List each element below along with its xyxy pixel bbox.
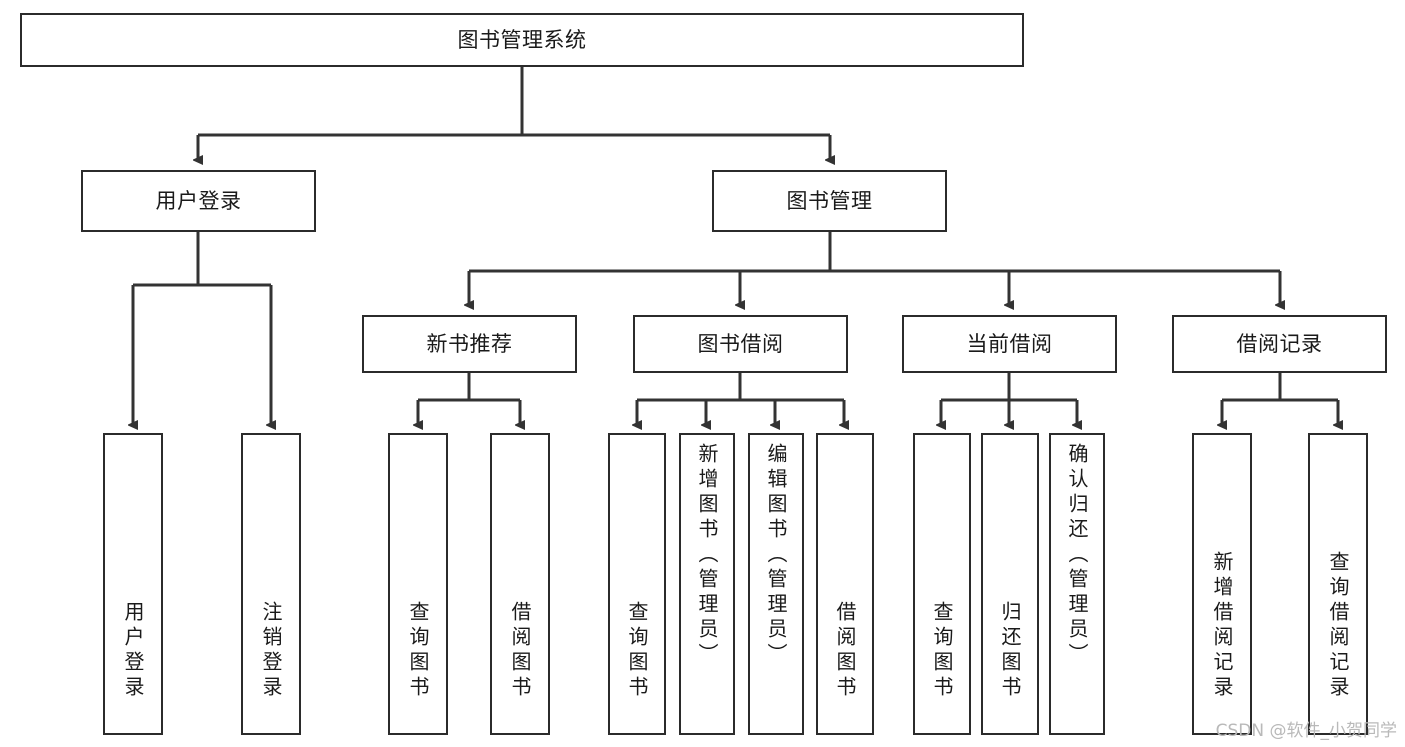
node-label: 图书管理	[786, 188, 873, 213]
node-label: 借阅记录	[1236, 331, 1323, 356]
leaf-borrow-record-add-record[interactable]: 新增借阅记录	[1192, 433, 1252, 735]
leaf-user-login-login[interactable]: 用户登录	[103, 433, 163, 735]
node-book-management[interactable]: 图书管理	[712, 170, 947, 232]
node-label: 查询图书	[625, 601, 649, 701]
leaf-book-borrow-edit-book-admin[interactable]: 编辑图书（管理员）	[748, 433, 804, 735]
node-label: 图书管理系统	[457, 27, 587, 52]
node-label: 用户登录	[121, 601, 145, 701]
node-label: 新增图书（管理员）	[695, 443, 719, 668]
node-label: 当前借阅	[966, 331, 1053, 356]
node-label: 用户登录	[155, 188, 242, 213]
node-label: 确认归还（管理员）	[1065, 443, 1089, 668]
leaf-new-book-query-book[interactable]: 查询图书	[388, 433, 448, 735]
node-label: 归还图书	[998, 601, 1022, 701]
node-root-book-management-system[interactable]: 图书管理系统	[20, 13, 1024, 67]
node-user-login[interactable]: 用户登录	[81, 170, 316, 232]
node-book-borrowing[interactable]: 图书借阅	[633, 315, 848, 373]
node-label: 借阅图书	[508, 601, 532, 701]
leaf-current-borrow-confirm-return-admin[interactable]: 确认归还（管理员）	[1049, 433, 1105, 735]
node-label: 编辑图书（管理员）	[764, 443, 788, 668]
node-label: 新增借阅记录	[1210, 551, 1234, 701]
node-label: 注销登录	[259, 601, 283, 701]
leaf-book-borrow-add-book-admin[interactable]: 新增图书（管理员）	[679, 433, 735, 735]
leaf-user-login-logout[interactable]: 注销登录	[241, 433, 301, 735]
node-label: 查询图书	[406, 601, 430, 701]
node-label: 图书借阅	[697, 331, 784, 356]
leaf-current-borrow-query-book[interactable]: 查询图书	[913, 433, 971, 735]
leaf-book-borrow-query-book[interactable]: 查询图书	[608, 433, 666, 735]
node-label: 借阅图书	[833, 601, 857, 701]
node-borrowing-record[interactable]: 借阅记录	[1172, 315, 1387, 373]
leaf-borrow-record-query-record[interactable]: 查询借阅记录	[1308, 433, 1368, 735]
node-new-book-recommendation[interactable]: 新书推荐	[362, 315, 577, 373]
leaf-book-borrow-borrow-book[interactable]: 借阅图书	[816, 433, 874, 735]
leaf-new-book-borrow-book[interactable]: 借阅图书	[490, 433, 550, 735]
node-label: 查询图书	[930, 601, 954, 701]
node-current-borrowing[interactable]: 当前借阅	[902, 315, 1117, 373]
leaf-current-borrow-return-book[interactable]: 归还图书	[981, 433, 1039, 735]
node-label: 查询借阅记录	[1326, 551, 1350, 701]
node-label: 新书推荐	[426, 331, 513, 356]
